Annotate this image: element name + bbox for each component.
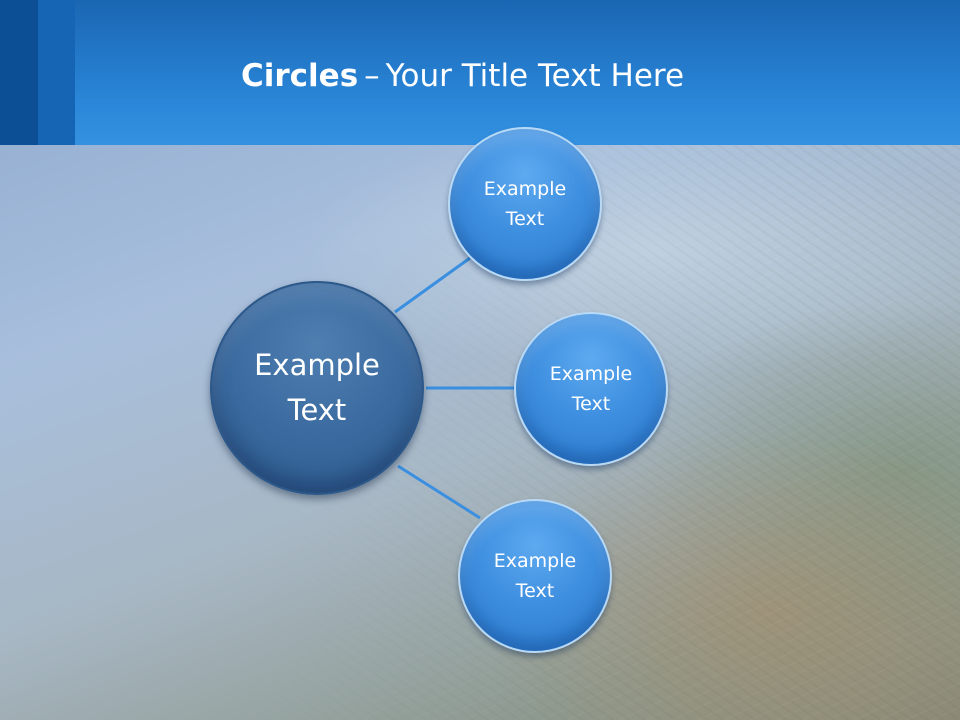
center-circle: Example Text bbox=[210, 281, 424, 495]
center-circle-line1: Example bbox=[254, 348, 380, 382]
node-circle-middle: Example Text bbox=[514, 312, 668, 466]
header-accent-dark bbox=[0, 0, 38, 145]
slide-title: Circles–Your Title Text Here bbox=[241, 54, 684, 98]
node-circle-bottom: Example Text bbox=[458, 499, 612, 653]
connector-bottom bbox=[397, 464, 481, 520]
header-accent-mid bbox=[38, 0, 75, 145]
node-bottom-line2: Text bbox=[515, 580, 555, 602]
node-top-line1: Example bbox=[483, 178, 567, 200]
connector-top bbox=[394, 256, 471, 314]
center-circle-line2: Text bbox=[287, 393, 347, 427]
node-middle-line2: Text bbox=[571, 393, 611, 415]
title-text: Your Title Text Here bbox=[385, 58, 685, 94]
node-circle-top: Example Text bbox=[448, 127, 602, 281]
node-middle-line1: Example bbox=[549, 363, 633, 385]
node-top-line2: Text bbox=[505, 208, 545, 230]
title-separator: – bbox=[364, 58, 380, 94]
title-bar: Circles–Your Title Text Here bbox=[0, 0, 960, 145]
node-bottom-line1: Example bbox=[493, 550, 577, 572]
title-bold: Circles bbox=[241, 58, 359, 94]
